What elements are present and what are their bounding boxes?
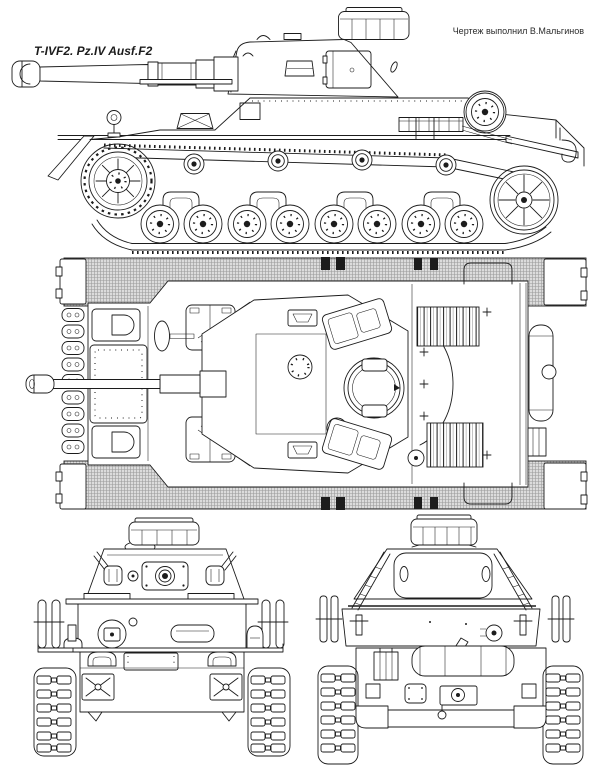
intake-louvre-right bbox=[426, 422, 484, 468]
ventilator bbox=[154, 320, 170, 352]
front-mudguard bbox=[47, 135, 95, 181]
signal-flaps bbox=[287, 309, 318, 459]
intake-louvre-left bbox=[416, 306, 480, 347]
turret-vision-flap bbox=[284, 60, 315, 77]
mg-ball-mount bbox=[97, 619, 127, 649]
generator-muffler bbox=[373, 647, 399, 681]
rear-idler-discs bbox=[315, 595, 575, 643]
rear-mud-flaps bbox=[543, 258, 588, 510]
open-hatch-door-right bbox=[321, 418, 393, 470]
track-clamps bbox=[321, 257, 438, 510]
rear-view-drawing bbox=[315, 514, 584, 765]
tow-shackle-left bbox=[81, 673, 115, 701]
commander-cupola bbox=[343, 357, 405, 419]
headlight-front bbox=[246, 625, 264, 649]
front-sprocket-discs bbox=[33, 599, 289, 649]
handrail-right bbox=[463, 482, 513, 505]
gun-plan bbox=[25, 370, 227, 398]
turret-roof-plate bbox=[255, 333, 327, 435]
loader-hatch bbox=[287, 354, 313, 380]
mantlet-front bbox=[141, 561, 189, 591]
tow-hook bbox=[559, 127, 577, 163]
turret-plan bbox=[201, 294, 409, 474]
rear-upper-hull bbox=[341, 605, 541, 647]
side-gun bbox=[11, 56, 239, 92]
final-drive-right bbox=[513, 705, 547, 729]
roof-periscope bbox=[283, 33, 302, 40]
side-view-drawing bbox=[11, 7, 585, 254]
tow-shackle-right bbox=[209, 673, 243, 701]
side-turret bbox=[227, 7, 410, 98]
gun-muzzle-front bbox=[155, 566, 175, 586]
headlight bbox=[106, 110, 122, 138]
side-hull bbox=[47, 90, 585, 181]
drawing-title: T-IVF2. Pz.IV Ausf.F2 bbox=[34, 44, 153, 58]
turret-rear-wall bbox=[393, 552, 493, 599]
front-mud-flaps bbox=[55, 258, 87, 510]
top-view-drawing bbox=[25, 257, 588, 510]
antenna-posts bbox=[415, 117, 435, 140]
engine-deck bbox=[407, 262, 527, 505]
rear-rack-right bbox=[493, 551, 533, 611]
road-wheels bbox=[139, 203, 485, 245]
rear-lower-hull bbox=[355, 637, 547, 729]
idler-wheel bbox=[493, 169, 555, 231]
rear-rack-left bbox=[351, 551, 391, 611]
bin-front bbox=[128, 521, 200, 546]
turret-side-door bbox=[322, 50, 372, 89]
bin-rear bbox=[410, 518, 478, 546]
turret-stowage-bin bbox=[338, 7, 410, 40]
open-hatch-door-left bbox=[321, 298, 393, 350]
front-track-left bbox=[33, 667, 77, 757]
handrail-left bbox=[463, 262, 513, 285]
rear-turret bbox=[351, 514, 533, 611]
side-track-runs bbox=[80, 143, 559, 254]
driver-visor bbox=[170, 624, 215, 643]
drawing-credit: Чертеж выполнил В.Мальгинов bbox=[452, 26, 584, 36]
tow-coupling bbox=[437, 685, 478, 720]
rear-track-right bbox=[542, 665, 584, 765]
spare-wheel bbox=[461, 90, 513, 145]
muffler-plan bbox=[527, 324, 557, 457]
front-turret bbox=[85, 517, 245, 600]
drive-sprocket bbox=[83, 146, 153, 216]
side-vision-port bbox=[239, 102, 261, 120]
muffler bbox=[411, 645, 515, 677]
brake-vent-plate bbox=[176, 113, 214, 129]
stowage-rack bbox=[398, 117, 464, 132]
rear-track-left bbox=[317, 665, 359, 765]
rear-mudguard bbox=[505, 135, 579, 159]
final-drive-left bbox=[355, 705, 389, 729]
front-view-drawing bbox=[33, 517, 291, 757]
front-hull bbox=[37, 593, 284, 722]
front-track-right bbox=[247, 667, 291, 757]
